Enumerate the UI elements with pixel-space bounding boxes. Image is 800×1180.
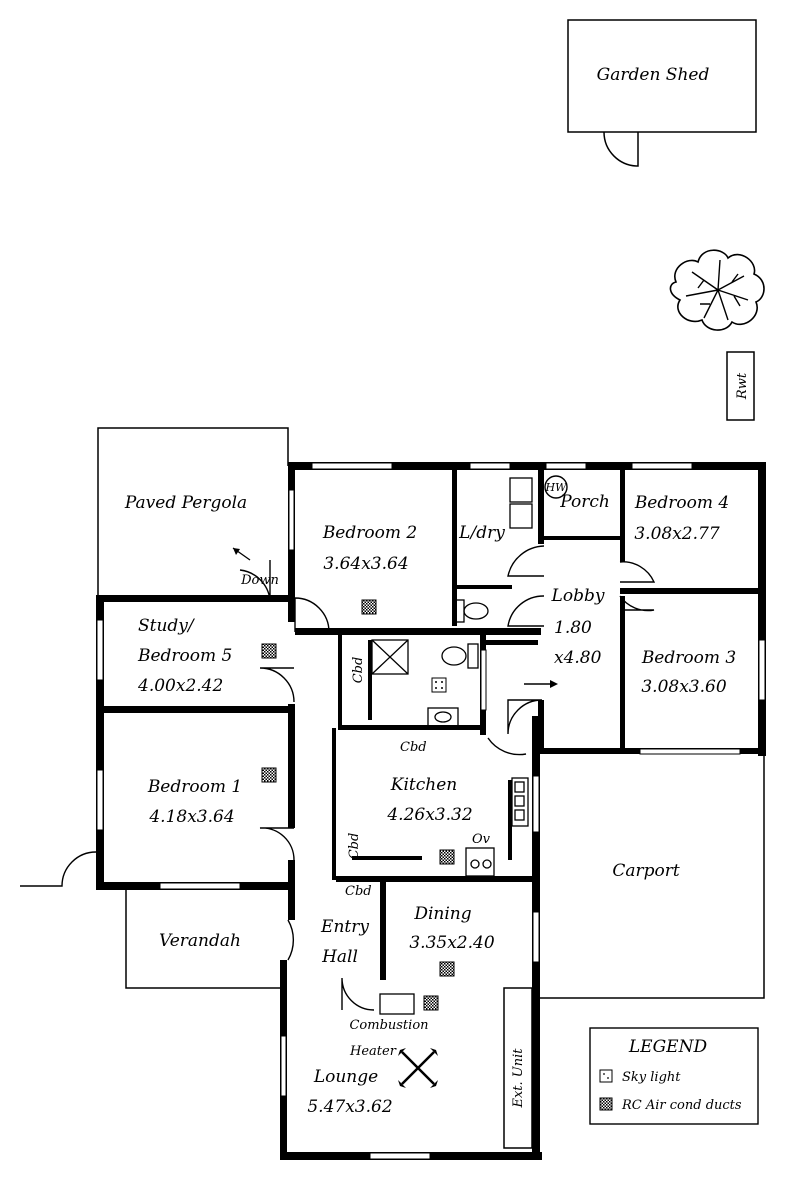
- cbd-label-2: Cbd: [345, 884, 372, 899]
- room-labels: Down Bedroom 2 3.64x3.64 L/dry Porch Bed…: [137, 492, 736, 1117]
- cbd-label-1: Cbd: [400, 740, 427, 755]
- carport-label: Carport: [612, 861, 680, 881]
- carport: Carport: [540, 751, 765, 999]
- combustion-heater-line-1: Combustion: [349, 1018, 428, 1033]
- paved-pergola: Paved Pergola: [97, 427, 289, 598]
- bedroom3-size: 3.08x3.60: [641, 677, 726, 697]
- aircon-ducts: [261, 599, 455, 1011]
- hw-label: HW: [545, 481, 569, 494]
- lobby-size-1: 1.80: [554, 618, 592, 638]
- paved-pergola-label: Paved Pergola: [124, 493, 247, 513]
- entry-hall-line-1: Entry: [320, 917, 369, 937]
- dining-name: Dining: [413, 904, 471, 924]
- verandah: Verandah: [125, 888, 282, 989]
- doors: [20, 545, 656, 1011]
- lobby-size-2: x4.80: [554, 648, 602, 668]
- garden-shed: Garden Shed: [567, 19, 757, 167]
- legend-item-label: Sky light: [622, 1070, 681, 1085]
- aircon-duct-icon: [261, 767, 277, 783]
- legend-item-label: RC Air cond ducts: [621, 1098, 742, 1113]
- lounge-size: 5.47x3.62: [307, 1097, 392, 1117]
- aircon-duct-icon: [423, 995, 439, 1011]
- bedroom2-size: 3.64x3.64: [323, 554, 408, 574]
- oven-label: Ov: [472, 832, 491, 847]
- laundry-label: L/dry: [458, 523, 505, 543]
- bedroom3-name: Bedroom 3: [641, 648, 736, 668]
- entry-hall-line-2: Hall: [321, 947, 358, 967]
- study-size: 4.00x2.42: [137, 676, 223, 696]
- bedroom2-name: Bedroom 2: [322, 523, 417, 543]
- skylight-icon: [599, 1069, 613, 1083]
- study-name-2: Bedroom 5: [137, 646, 232, 666]
- aircon-duct-icon: [439, 961, 455, 977]
- cbd-label-4: Cbd: [347, 833, 362, 860]
- windows: [96, 462, 766, 1160]
- bedroom4-name: Bedroom 4: [634, 493, 729, 513]
- aircon-duct-icon: [439, 849, 455, 865]
- down-label: Down: [240, 573, 279, 588]
- verandah-label: Verandah: [159, 931, 241, 951]
- bedroom1-size: 4.18x3.64: [148, 807, 234, 827]
- garden-shed-label: Garden Shed: [597, 65, 710, 85]
- legend-title: LEGEND: [628, 1037, 708, 1057]
- arrow-icon: [524, 680, 558, 688]
- fixtures: [371, 477, 533, 1015]
- rainwater-tank: Rwt: [726, 351, 755, 421]
- lobby-name: Lobby: [551, 586, 605, 606]
- ceiling-fan-icon: [398, 1048, 438, 1088]
- kitchen-name: Kitchen: [390, 775, 457, 795]
- ext-unit-label: Ext. Unit: [511, 1048, 526, 1109]
- combustion-heater-line-2: Heater: [349, 1044, 397, 1059]
- rwt-label: Rwt: [735, 372, 750, 400]
- tree-icon: [669, 249, 765, 331]
- legend-item-aircon: RC Air cond ducts: [599, 1097, 742, 1113]
- skylight-icon: [431, 677, 447, 693]
- aircon-duct-icon: [261, 643, 277, 659]
- kitchen-size: 4.26x3.32: [386, 805, 472, 825]
- lounge-name: Lounge: [313, 1067, 378, 1087]
- bedroom4-size: 3.08x2.77: [634, 524, 719, 544]
- cbd-label-3: Cbd: [351, 657, 366, 684]
- dining-size: 3.35x2.40: [409, 933, 494, 953]
- legend-item-skylight: Sky light: [599, 1069, 681, 1085]
- porch-label: Porch: [559, 492, 610, 512]
- legend: LEGEND Sky light RC Air cond ducts: [589, 1027, 759, 1125]
- aircon-duct-icon: [361, 599, 377, 615]
- hot-water-service: HW: [544, 475, 569, 499]
- bedroom1-name: Bedroom 1: [147, 777, 242, 797]
- study-name-1: Study/: [138, 616, 196, 636]
- aircon-duct-icon: [599, 1097, 613, 1111]
